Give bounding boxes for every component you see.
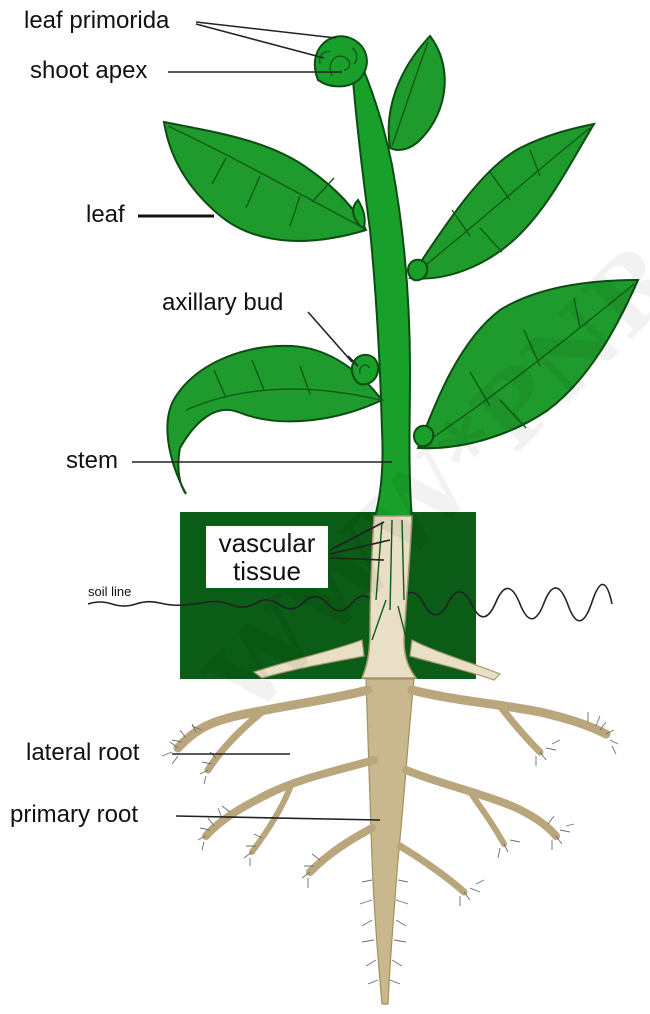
label-axillary-bud: axillary bud bbox=[162, 289, 283, 316]
root-system bbox=[162, 679, 618, 1004]
leaf-lower-left bbox=[167, 346, 382, 494]
vascular-label-line1: vascular bbox=[219, 528, 316, 558]
vascular-label-line2: tissue bbox=[233, 556, 301, 586]
label-stem: stem bbox=[66, 447, 118, 474]
label-lateral-root: lateral root bbox=[26, 739, 140, 766]
label-soil-line: soil line bbox=[88, 584, 131, 599]
label-primary-root: primary root bbox=[10, 801, 138, 828]
label-leaf: leaf bbox=[86, 201, 125, 228]
label-leaf-primordia: leaf primorida bbox=[24, 7, 170, 34]
leaf-upper-left bbox=[164, 122, 366, 241]
label-shoot-apex: shoot apex bbox=[30, 57, 147, 84]
shoot-apex bbox=[315, 36, 367, 86]
leader-leaf-primordia bbox=[196, 22, 336, 58]
axillary-bud-main bbox=[352, 355, 378, 385]
primary-root bbox=[366, 679, 414, 1004]
leaf-top-right bbox=[389, 36, 445, 150]
leaf-upper-right bbox=[410, 124, 594, 279]
axillary-bud-upper bbox=[408, 260, 427, 281]
